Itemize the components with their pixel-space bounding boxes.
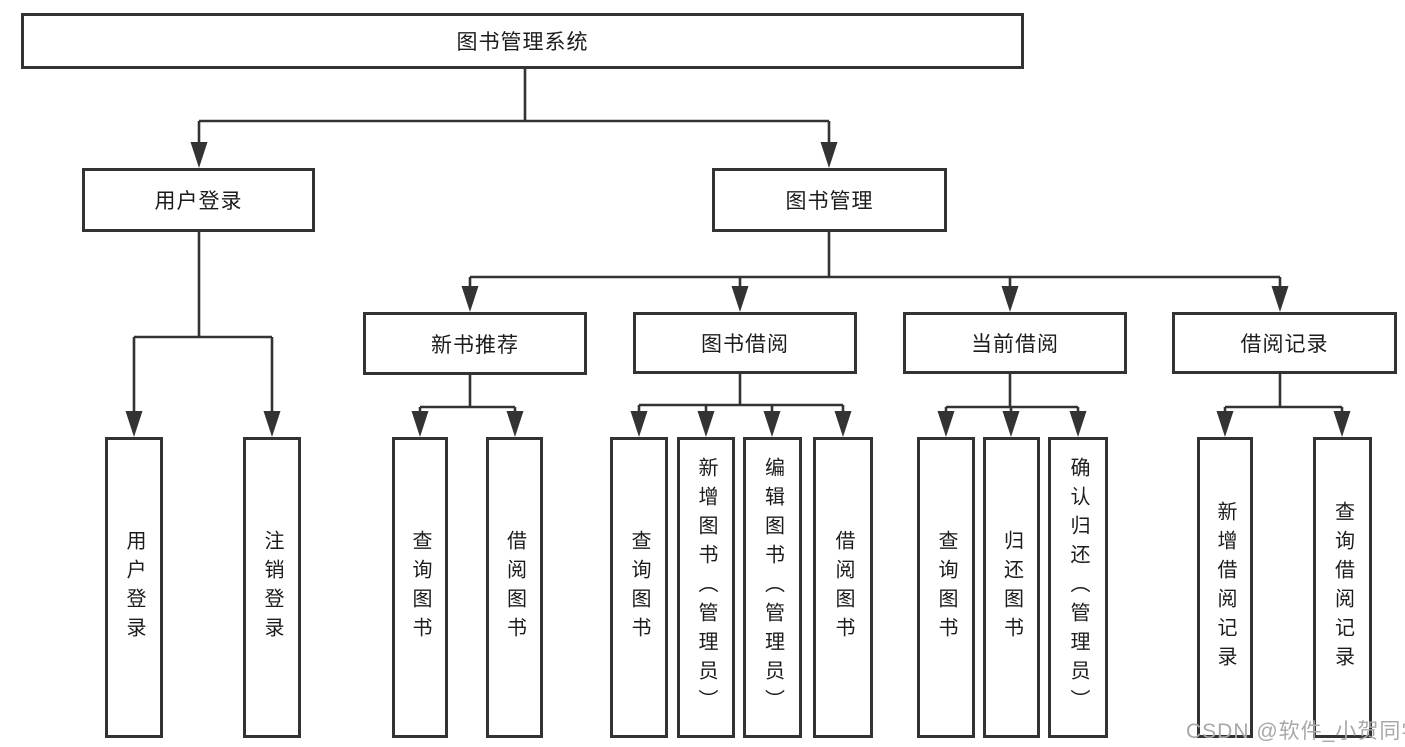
node-user-login-label: 用户登录 <box>154 190 243 213</box>
leaf-current-query-book: 查询图书 <box>917 437 975 738</box>
leaf-current-return-book: 归还图书 <box>983 437 1040 738</box>
node-root-label: 图书管理系统 <box>456 31 589 54</box>
node-borrow-records: 借阅记录 <box>1172 312 1397 374</box>
leaf-records-query-record-label: 查询借阅记录 <box>1331 500 1354 675</box>
node-borrow-records-label: 借阅记录 <box>1240 333 1329 356</box>
leaf-borrow-query-book-label: 查询图书 <box>628 529 650 646</box>
leaf-borrow-add-book-admin: 新增图书（管理员） <box>677 437 735 738</box>
node-book-management: 图书管理 <box>712 168 947 232</box>
node-new-book-recommend: 新书推荐 <box>363 312 587 375</box>
csdn-watermark: CSDN @软件_小贺同学 <box>1186 720 1405 743</box>
node-book-management-label: 图书管理 <box>785 190 874 213</box>
node-current-borrow-label: 当前借阅 <box>971 333 1059 356</box>
node-current-borrow: 当前借阅 <box>903 312 1127 374</box>
leaf-rec-query-book-label: 查询图书 <box>409 529 431 646</box>
leaf-records-add-record: 新增借阅记录 <box>1197 437 1253 738</box>
leaf-user-login: 用户登录 <box>105 437 163 738</box>
leaf-current-query-book-label: 查询图书 <box>935 529 957 646</box>
leaf-logout-label: 注销登录 <box>261 529 283 646</box>
leaf-borrow-add-book-admin-label: 新增图书（管理员） <box>695 457 717 718</box>
leaf-borrow-borrow-book-label: 借阅图书 <box>832 529 854 646</box>
leaf-rec-borrow-book-label: 借阅图书 <box>503 529 526 646</box>
leaf-user-login-label: 用户登录 <box>123 529 145 646</box>
node-user-login: 用户登录 <box>82 168 315 232</box>
leaf-borrow-borrow-book: 借阅图书 <box>813 437 873 738</box>
leaf-records-add-record-label: 新增借阅记录 <box>1214 500 1236 675</box>
leaf-current-confirm-return-admin-label: 确认归还（管理员） <box>1067 457 1089 718</box>
leaf-rec-query-book: 查询图书 <box>392 437 448 738</box>
leaf-current-return-book-label: 归还图书 <box>1000 529 1023 646</box>
node-root-system: 图书管理系统 <box>21 13 1024 69</box>
node-book-borrow-label: 图书借阅 <box>701 333 789 356</box>
leaf-borrow-edit-book-admin-label: 编辑图书（管理员） <box>761 457 784 718</box>
leaf-borrow-edit-book-admin: 编辑图书（管理员） <box>743 437 802 738</box>
leaf-rec-borrow-book: 借阅图书 <box>486 437 543 738</box>
leaf-borrow-query-book: 查询图书 <box>610 437 668 738</box>
node-new-book-recommend-label: 新书推荐 <box>431 333 519 357</box>
leaf-current-confirm-return-admin: 确认归还（管理员） <box>1048 437 1108 738</box>
leaf-records-query-record: 查询借阅记录 <box>1313 437 1372 738</box>
node-book-borrow: 图书借阅 <box>633 312 857 374</box>
leaf-logout: 注销登录 <box>243 437 301 738</box>
